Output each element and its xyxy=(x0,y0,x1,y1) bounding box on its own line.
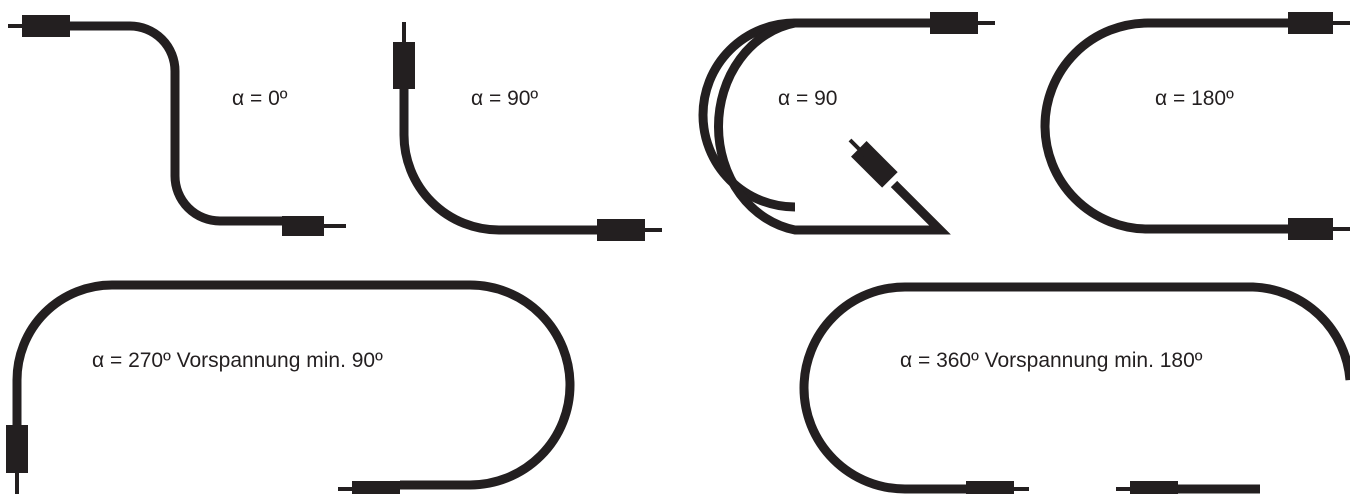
connector-plug xyxy=(1288,12,1333,34)
connector-plug xyxy=(597,219,645,241)
cable-alpha-270 xyxy=(6,280,575,494)
cable-alpha-180 xyxy=(1040,12,1350,240)
connector-plug xyxy=(966,481,1014,494)
cable-alpha-0 xyxy=(8,15,346,236)
label-alpha-90: α = 90º xyxy=(471,87,539,110)
label-alpha-0: α = 0º xyxy=(232,87,288,110)
connector-plug xyxy=(930,12,978,34)
connector-plug xyxy=(393,42,415,89)
connector-plug xyxy=(352,481,400,494)
label-alpha-180: α = 180º xyxy=(1155,87,1234,110)
label-alpha-360: α = 360º Vorspannung min. 180º xyxy=(900,349,1203,372)
label-alpha-90-loop: α = 90 xyxy=(778,87,838,110)
connector-plug xyxy=(282,216,324,236)
cable-alpha-90 xyxy=(393,22,662,241)
connector-plug xyxy=(22,15,70,37)
label-alpha-270: α = 270º Vorspannung min. 90º xyxy=(92,349,383,372)
connector-plug xyxy=(1288,218,1333,240)
connector-plug xyxy=(1130,481,1178,494)
cable-alpha-90-loop xyxy=(698,12,995,235)
connector-plug xyxy=(6,425,28,473)
cable-alpha-360 xyxy=(799,282,1350,494)
